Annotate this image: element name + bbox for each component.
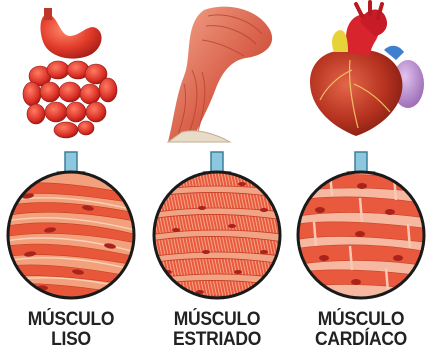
label-subtitle: ESTRIADO [152, 330, 283, 350]
striated-muscle-panel: MÚSCULO ESTRIADO [146, 0, 288, 356]
heart-illustration [290, 0, 428, 150]
stomach-intestines-illustration [0, 0, 142, 150]
smooth-muscle-tissue-circle [0, 168, 142, 302]
label-subtitle: LISO [6, 330, 137, 350]
striated-muscle-label: MÚSCULO ESTRIADO [152, 310, 283, 350]
label-title: MÚSCULO [296, 310, 427, 330]
smooth-muscle-panel: MÚSCULO LISO [0, 0, 142, 356]
smooth-muscle-label: MÚSCULO LISO [6, 310, 137, 350]
label-subtitle: CARDÍACO [296, 330, 427, 350]
arm-muscles-illustration [146, 0, 288, 150]
label-title: MÚSCULO [6, 310, 137, 330]
striated-muscle-tissue-circle [146, 168, 288, 302]
cardiac-muscle-label: MÚSCULO CARDÍACO [296, 310, 427, 350]
label-title: MÚSCULO [152, 310, 283, 330]
cardiac-muscle-tissue-circle [290, 168, 428, 302]
cardiac-muscle-panel: MÚSCULO CARDÍACO [290, 0, 428, 356]
